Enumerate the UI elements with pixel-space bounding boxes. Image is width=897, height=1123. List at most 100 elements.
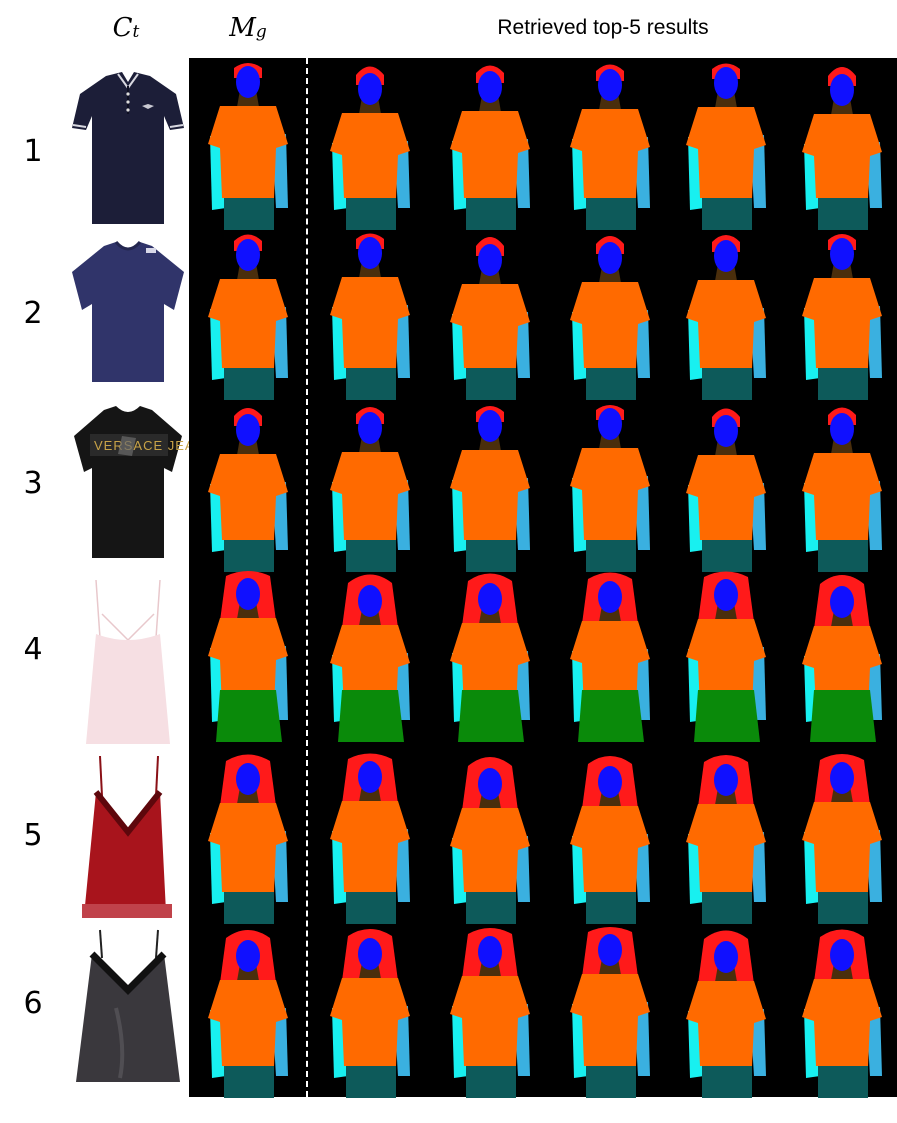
guide-map-row-3 [190,400,306,572]
parsing-map-figure [802,407,882,572]
retrieved-result-row-6-rank-3 [552,926,668,1098]
parsing-map-figure [450,757,530,924]
camisole-graphic [86,579,170,744]
polo-shirt-graphic [72,72,184,224]
parsing-map-figure [208,234,288,400]
parsing-map-figure [330,753,410,924]
parsing-map-figure [330,407,410,572]
garment-body [74,406,182,558]
parsing-map-figure [686,235,766,400]
parsing-map-figure [802,575,882,742]
parsing-map-figure [570,756,650,924]
retrieved-result-row-6-rank-5 [784,926,897,1098]
parsing-map-figure [802,929,882,1098]
tshirt-graphic [72,240,184,382]
retrieved-result-row-4-rank-2 [432,570,548,742]
parsing-map-figure [570,405,650,572]
guide-map-row-6 [190,926,306,1098]
retrieved-result-row-2-rank-4 [668,228,784,400]
retrieved-result-row-1-rank-3 [552,58,668,230]
parsing-map-figure [570,927,650,1098]
parsing-map-figure [686,63,766,230]
garment-image-1 [66,64,190,230]
parsing-map-figure [802,234,882,400]
parsing-map-figure [330,233,410,400]
guide-map-row-5 [190,752,306,924]
retrieved-result-row-4-rank-1 [312,570,428,742]
row-label-4: 4 [23,632,43,667]
parsing-map-figure [208,930,288,1098]
printed-tshirt-graphic: VERSACE JEANS [74,406,190,558]
row-label-3: 3 [23,466,43,501]
parsing-map-figure [686,930,766,1098]
retrieved-result-row-3-rank-1 [312,400,428,572]
mg-subscript: g [255,22,267,42]
parsing-map-figure [330,929,410,1098]
guide-map-row-4 [190,570,306,742]
retrieved-result-row-4-rank-3 [552,570,668,742]
row-label-1: 1 [23,134,43,169]
retrieved-result-row-3-rank-5 [784,400,897,572]
retrieved-result-row-3-rank-4 [668,400,784,572]
retrieved-result-row-5-rank-1 [312,752,428,924]
retrieved-result-row-2-rank-1 [312,228,428,400]
garment-body [84,792,166,916]
ct-subscript: t [132,22,140,42]
garment-body [86,634,170,744]
retrieved-result-row-1-rank-5 [784,58,897,230]
row-label-5: 5 [23,818,43,853]
lace-camisole-graphic [82,755,172,918]
parsing-map-figure [208,63,288,230]
parsing-map-figure [450,928,530,1098]
satin-camisole-graphic [76,929,180,1082]
garment-image-2 [66,236,190,386]
garment-image-6 [66,928,190,1094]
garment-body [76,954,180,1082]
retrieved-result-row-2-rank-2 [432,228,548,400]
parsing-map-figure [686,571,766,742]
retrieved-result-row-5-rank-2 [432,752,548,924]
parsing-map-figure [686,408,766,572]
parsing-map-figure [802,754,882,924]
parsing-map-figure [208,408,288,572]
mg-symbol: M [229,13,256,43]
garment-image-4 [66,574,190,750]
retrieved-result-row-6-rank-2 [432,926,548,1098]
parsing-map-figure [330,66,410,230]
retrieved-result-row-3-rank-2 [432,400,548,572]
retrieved-result-row-2-rank-5 [784,228,897,400]
garment-image-5 [66,752,190,928]
parsing-map-figure [686,755,766,924]
parsing-map-figure [330,574,410,742]
results-title: Retrieved top-5 results [497,16,709,39]
parsing-map-figure [208,754,288,924]
parsing-map-figure [450,406,530,572]
retrieved-result-row-5-rank-5 [784,752,897,924]
retrieved-result-row-5-rank-4 [668,752,784,924]
garment-image-3: VERSACE JEANS [66,398,190,564]
retrieved-result-row-5-rank-3 [552,752,668,924]
parsing-map-figure [450,573,530,742]
garment-body [72,72,184,224]
parsing-map-figure [802,67,882,230]
row-label-2: 2 [23,296,43,331]
parsing-map-figure [570,236,650,400]
guide-map-row-2 [190,228,306,400]
parsing-map-figure [570,64,650,230]
retrieved-result-row-1-rank-1 [312,58,428,230]
retrieved-result-row-4-rank-5 [784,570,897,742]
retrieved-result-row-4-rank-4 [668,570,784,742]
ct-symbol: C [112,13,133,43]
svg-text:VERSACE JEANS: VERSACE JEANS [94,438,190,453]
parsing-map-figure [208,571,288,742]
retrieved-result-row-6-rank-1 [312,926,428,1098]
garment-body [72,242,184,382]
divider-line [306,58,308,1097]
row-label-6: 6 [23,986,43,1021]
retrieved-result-row-6-rank-4 [668,926,784,1098]
parsing-map-figure [450,65,530,230]
retrieved-result-row-3-rank-3 [552,400,668,572]
retrieved-result-row-1-rank-4 [668,58,784,230]
